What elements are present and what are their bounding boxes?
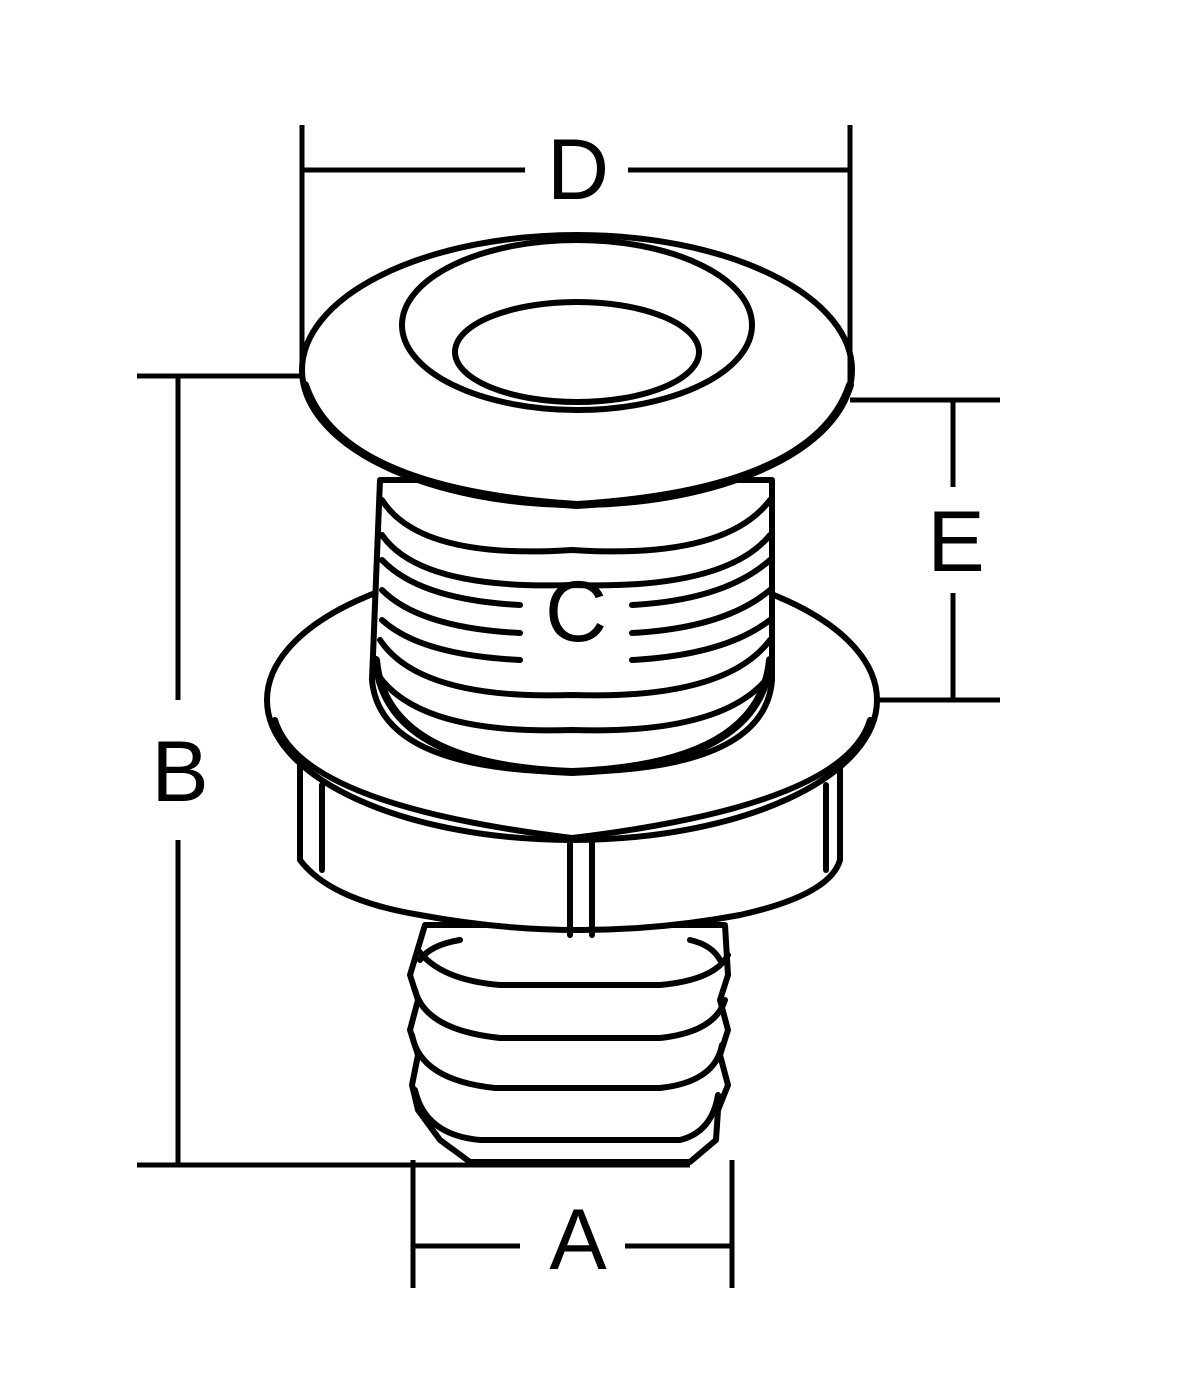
dimension-d: D	[299, 122, 853, 390]
dimension-e: E	[850, 397, 1000, 703]
dimension-label-e: E	[927, 494, 984, 590]
hose-barb	[407, 922, 731, 1165]
dimension-label-b: B	[151, 724, 208, 820]
top-flange	[299, 232, 855, 509]
dimension-label-d: D	[547, 122, 609, 218]
dimension-label-a: A	[549, 1192, 607, 1288]
threaded-body	[369, 477, 775, 776]
dimension-b: B	[137, 373, 690, 1168]
dimension-a: A	[410, 1160, 735, 1288]
dimension-label-c: C	[545, 564, 607, 660]
